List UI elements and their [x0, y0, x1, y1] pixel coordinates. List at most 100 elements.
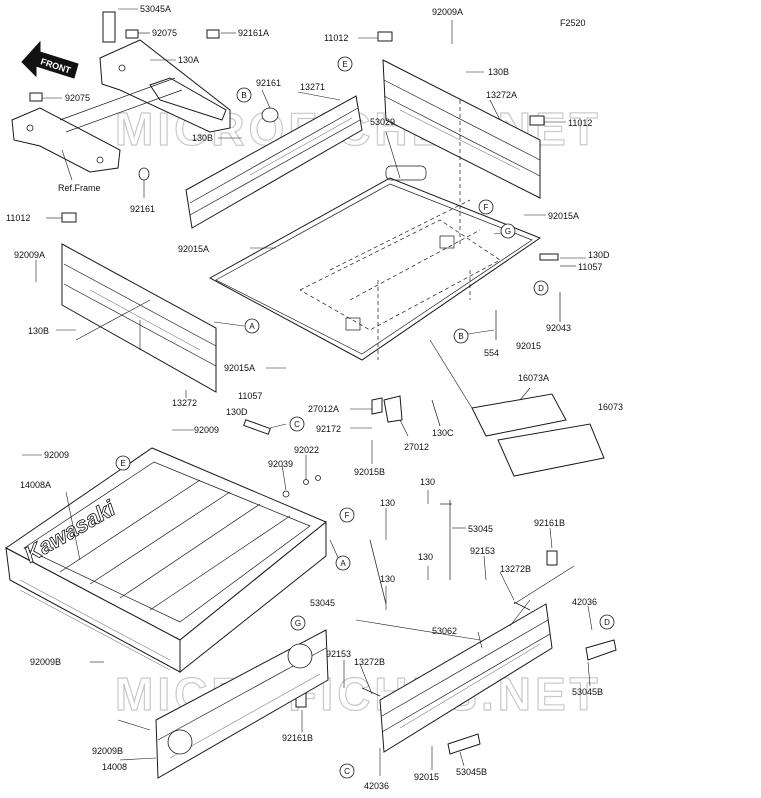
label-130-c: 130	[418, 552, 433, 562]
leader-lines	[22, 8, 593, 776]
bed-floor-53029	[208, 165, 542, 361]
label-92015B: 92015B	[354, 467, 385, 477]
callout-F-low: F	[339, 507, 355, 523]
label-53045B-low: 53045B	[456, 767, 487, 777]
callout-F-top: F	[478, 199, 494, 215]
label-130B-right: 130B	[488, 67, 509, 77]
callout-C-low: C	[339, 763, 355, 779]
label-16073A: 16073A	[518, 373, 549, 383]
label-92022: 92022	[294, 445, 319, 455]
label-92075-top: 92075	[152, 28, 177, 38]
cargo-box-14008A: Kawasaki	[5, 447, 327, 674]
label-14008: 14008	[102, 762, 127, 772]
callout-E-top: E	[337, 56, 353, 72]
label-27012A: 27012A	[308, 404, 339, 414]
part-labels: 53045A 92075 92161A 130A 92075 92161 130…	[6, 4, 623, 791]
label-11057-right: 11057	[578, 262, 602, 272]
label-92015A-right: 92015A	[548, 211, 579, 221]
label-130-b: 130	[420, 477, 435, 487]
label-554: 554	[484, 348, 499, 358]
ref-frame-label: Ref.Frame	[58, 183, 101, 193]
label-130-a: 130	[380, 498, 395, 508]
callout-B-top: B	[236, 87, 252, 103]
label-92009-a: 92009	[194, 425, 219, 435]
label-92039: 92039	[268, 459, 293, 469]
label-11012-right: 11012	[568, 118, 592, 128]
label-92161B-low: 92161B	[282, 733, 313, 743]
callout-G-top: G	[500, 223, 516, 239]
svg-text:D: D	[604, 618, 610, 627]
label-130B-left: 130B	[28, 326, 49, 336]
label-53062: 53062	[432, 626, 457, 636]
label-130D-right: 130D	[588, 250, 610, 260]
svg-text:F: F	[484, 203, 489, 212]
label-130D-mid: 130D	[226, 407, 248, 417]
label-13272B-right: 13272B	[500, 564, 531, 574]
label-92015-low: 92015	[414, 772, 439, 782]
label-92009A-top: 92009A	[432, 7, 463, 17]
label-92161B-right: 92161B	[534, 518, 565, 528]
label-92015-right: 92015	[516, 341, 541, 351]
label-42036-low: 42036	[364, 781, 389, 791]
label-16073: 16073	[598, 402, 623, 412]
label-53029: 53029	[370, 117, 395, 127]
svg-text:B: B	[458, 332, 463, 341]
mats-16073	[429, 339, 605, 477]
label-130C: 130C	[432, 428, 454, 438]
label-130B-top: 130B	[192, 133, 213, 143]
svg-text:A: A	[249, 322, 255, 331]
callout-E-low: E	[115, 455, 131, 471]
label-53045A: 53045A	[140, 4, 171, 14]
side-panel-13271	[185, 95, 363, 229]
reference-frame-drawing	[11, 11, 279, 181]
label-92172: 92172	[316, 424, 341, 434]
label-92009-b: 92009	[44, 450, 69, 460]
label-14008A: 14008A	[20, 480, 51, 490]
callout-C-mid: C	[289, 416, 305, 432]
svg-text:B: B	[241, 91, 246, 100]
label-27012: 27012	[404, 442, 429, 452]
label-42036-right: 42036	[572, 597, 597, 607]
label-13271: 13271	[300, 82, 325, 92]
label-92009B-b: 92009B	[92, 746, 123, 756]
label-11057-mid: 11057	[238, 391, 262, 401]
tailgate-panel-14008	[155, 629, 329, 779]
svg-text:E: E	[342, 60, 347, 69]
label-92161-bot: 92161	[130, 204, 155, 214]
label-130A: 130A	[178, 55, 199, 65]
svg-text:D: D	[538, 284, 544, 293]
front-arrow-icon: FRONT	[21, 40, 79, 79]
label-92043: 92043	[546, 323, 571, 333]
svg-text:C: C	[294, 420, 300, 429]
callout-A-top: A	[244, 318, 260, 334]
label-92009B-a: 92009B	[30, 657, 61, 667]
side-panel-13272A	[377, 31, 545, 245]
label-13272: 13272	[172, 398, 197, 408]
svg-text:C: C	[344, 767, 350, 776]
label-11012-top: 11012	[324, 33, 348, 43]
callout-D-low: D	[599, 614, 615, 630]
callout-B-mid: B	[453, 328, 469, 344]
label-92075-left: 92075	[65, 93, 90, 103]
callout-G-low: G	[290, 615, 306, 631]
svg-text:G: G	[505, 227, 511, 236]
label-92161A: 92161A	[238, 28, 269, 38]
tailgate-53062	[355, 603, 553, 753]
hardware-small-parts	[243, 253, 617, 755]
svg-text:G: G	[295, 619, 301, 628]
side-panel-13272	[61, 212, 217, 393]
label-53045-b: 53045	[310, 598, 335, 608]
svg-text:A: A	[340, 559, 346, 568]
label-92153-low: 92153	[326, 649, 351, 659]
callout-D-top: D	[533, 280, 549, 296]
svg-text:E: E	[120, 459, 125, 468]
label-92015A-left: 92015A	[178, 244, 209, 254]
label-92161-mid: 92161	[256, 78, 281, 88]
callout-circles: A B B E F G D C	[115, 56, 615, 779]
label-53045B-right: 53045B	[572, 687, 603, 697]
svg-text:F: F	[345, 511, 350, 520]
label-11012-left: 11012	[6, 213, 30, 223]
figure-code: F2520	[560, 18, 586, 28]
label-92153-right: 92153	[470, 546, 495, 556]
